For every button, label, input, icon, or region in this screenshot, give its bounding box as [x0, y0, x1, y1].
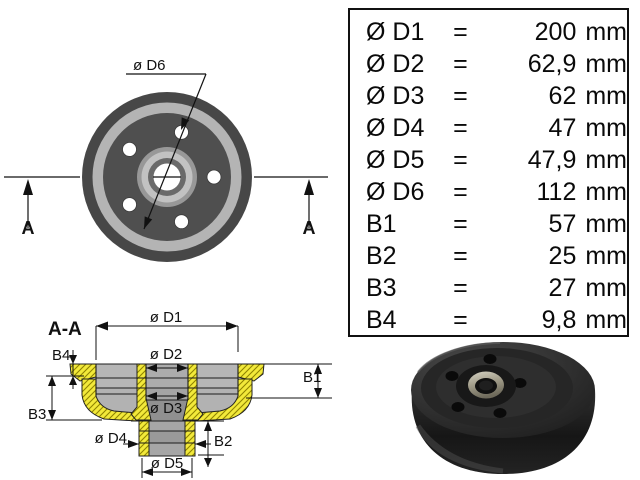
- front-view-drawing: ø D6 A A: [4, 57, 328, 262]
- dim-name: B1: [366, 210, 397, 239]
- dim-value: 62: [548, 81, 577, 110]
- section-title: A-A: [48, 319, 82, 340]
- section-marker-left: A: [22, 179, 35, 238]
- dim-value: 47,9: [527, 145, 577, 174]
- dim-value: 25: [548, 242, 577, 271]
- section-edges: [70, 363, 264, 457]
- b3-label: B3: [28, 406, 46, 423]
- dim-value: 9,8: [541, 306, 577, 335]
- dim-name: Ø D4: [366, 113, 425, 142]
- d5-label: ø D5: [151, 455, 184, 472]
- dim-unit: mm: [585, 306, 628, 335]
- dim-unit: mm: [585, 113, 628, 142]
- dim-name: B2: [366, 242, 397, 271]
- d4-label: ø D4: [94, 430, 127, 447]
- dim-value: 57: [548, 210, 577, 239]
- dim-name: B4: [366, 306, 397, 335]
- dim-unit: mm: [585, 145, 628, 174]
- hub-lower-right: [184, 420, 196, 457]
- d5-dimension: ø D5: [141, 455, 193, 478]
- section-marker-right: A: [303, 179, 316, 238]
- b2-label: B2: [214, 433, 232, 450]
- bearing-inner: [479, 380, 493, 391]
- dim-name: Ø D3: [366, 81, 425, 110]
- dim-unit: mm: [585, 17, 628, 46]
- dim-unit: mm: [585, 49, 628, 78]
- dim-value: 47: [548, 113, 577, 142]
- d6-label: ø D6: [133, 57, 166, 74]
- d3-label: ø D3: [150, 400, 183, 417]
- dim-unit: mm: [585, 242, 628, 271]
- section-view-drawing: A-A: [28, 309, 332, 478]
- dim-unit: mm: [585, 210, 628, 239]
- b3-dimension: B3: [28, 376, 102, 423]
- b1-label: B1: [303, 369, 321, 386]
- dim-value: 62,9: [527, 49, 577, 78]
- dim-value: 200: [534, 17, 577, 46]
- d1-label: ø D1: [150, 309, 183, 326]
- d2-label: ø D2: [150, 346, 183, 363]
- section-letter-left: A: [22, 218, 35, 238]
- dim-name: Ø D2: [366, 49, 425, 78]
- dim-name: Ø D1: [366, 17, 425, 46]
- drum-photo-render: [411, 342, 596, 474]
- dim-name: Ø D5: [366, 145, 425, 174]
- dim-value: 27: [548, 274, 577, 303]
- dim-name: Ø D6: [366, 178, 425, 207]
- right-lip: [237, 363, 265, 382]
- dim-name: B3: [366, 274, 397, 303]
- section-letter-right: A: [303, 218, 316, 238]
- photo-bolt-holes: [445, 354, 527, 418]
- bore-d4-band: [149, 431, 185, 443]
- d6-dimension: ø D6: [126, 57, 207, 230]
- b1-dimension: B1: [246, 363, 332, 399]
- dim-unit: mm: [585, 81, 628, 110]
- b2-dimension: B2: [192, 420, 232, 467]
- d3-dimension: ø D3: [146, 392, 188, 417]
- bore-taper: [146, 400, 188, 421]
- dim-value: 112: [536, 178, 577, 207]
- b4-label: B4: [52, 347, 70, 364]
- d2-dimension: ø D2: [146, 346, 188, 372]
- d1-dimension: ø D1: [95, 309, 239, 360]
- bolt-holes: [122, 124, 222, 230]
- dim-unit: mm: [585, 274, 628, 303]
- hub-lower-left: [138, 420, 150, 457]
- dim-unit: mm: [585, 178, 628, 207]
- technical-drawing: ø D6 A A A-A: [4, 57, 332, 478]
- drum-photo: [411, 342, 596, 474]
